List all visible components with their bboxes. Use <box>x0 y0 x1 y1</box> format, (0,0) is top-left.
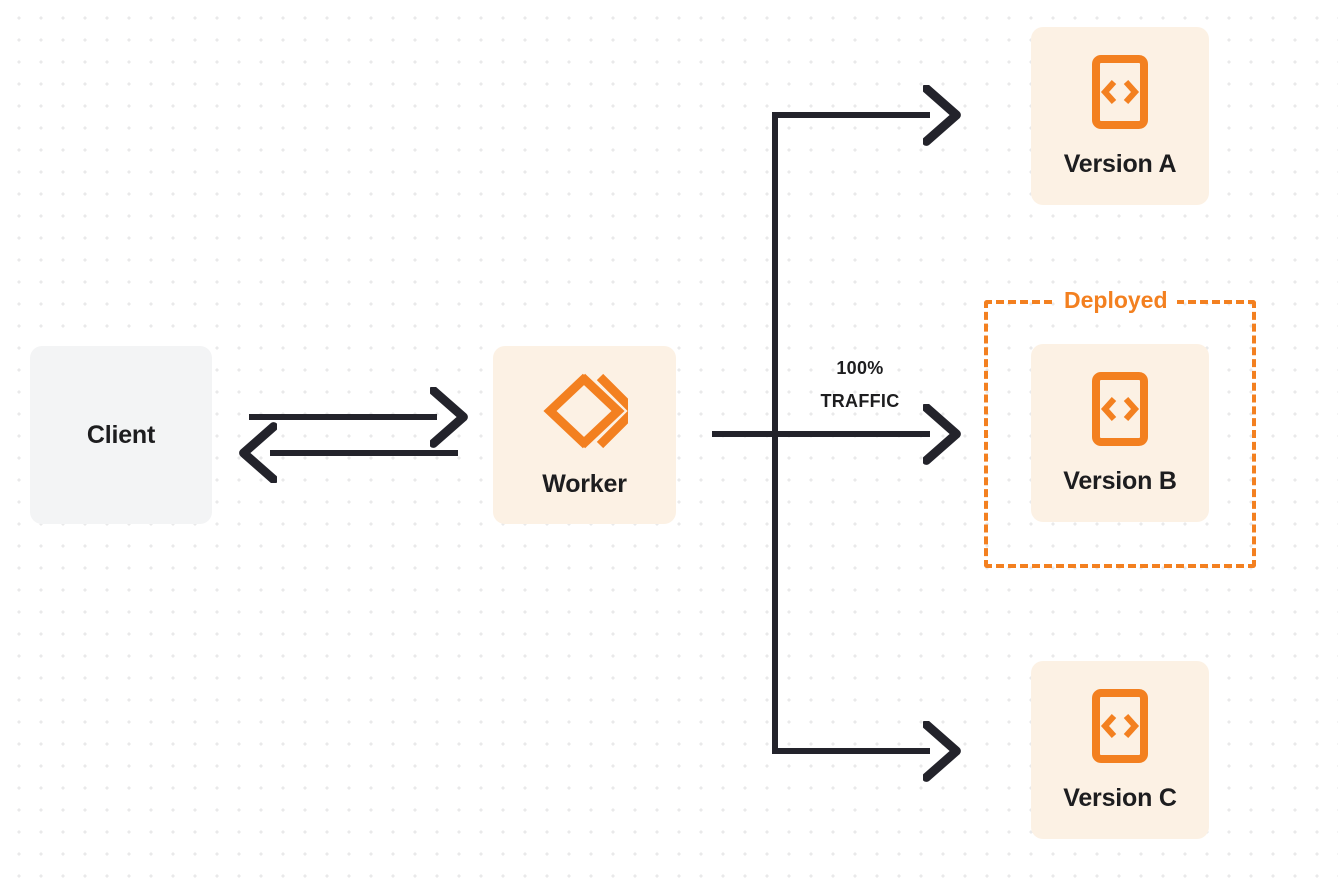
code-file-icon <box>1091 688 1149 764</box>
node-version-b[interactable]: Version B <box>1031 344 1209 522</box>
deployed-group-label: Deployed <box>1055 285 1177 315</box>
node-client-label: Client <box>86 420 156 449</box>
node-version-a[interactable]: Version A <box>1031 27 1209 205</box>
node-version-c-label: Version C <box>1063 783 1177 812</box>
code-file-icon <box>1091 54 1149 130</box>
node-version-a-label: Version A <box>1063 149 1177 178</box>
node-worker-label: Worker <box>542 469 627 498</box>
traffic-label: 100% TRAFFIC <box>782 352 938 418</box>
cloudflare-workers-logo-icon <box>542 372 628 450</box>
node-version-c[interactable]: Version C <box>1031 661 1209 839</box>
node-client[interactable]: Client <box>30 346 212 524</box>
node-version-b-label: Version B <box>1063 466 1177 495</box>
node-worker[interactable]: Worker <box>493 346 676 524</box>
code-file-icon <box>1091 371 1149 447</box>
traffic-percent: 100% <box>836 358 884 378</box>
traffic-word: TRAFFIC <box>820 391 900 411</box>
